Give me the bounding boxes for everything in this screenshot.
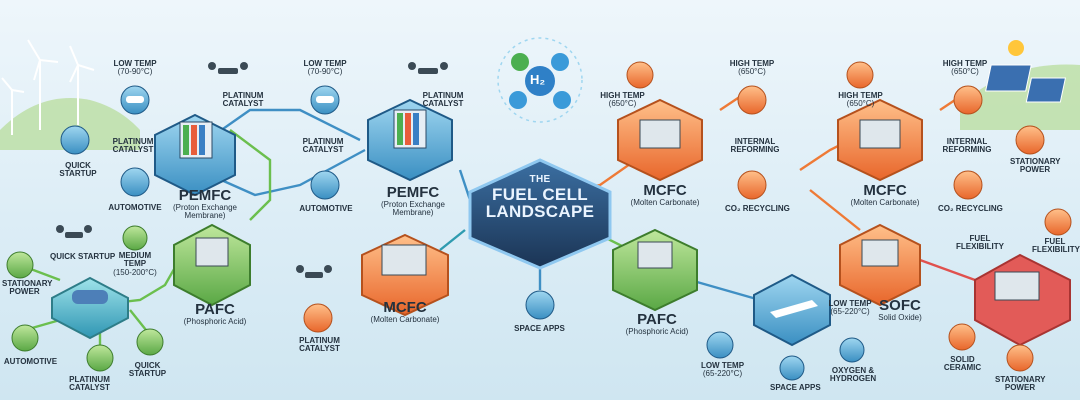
mcfc-mid-label: MCFC (Molten Carbonate): [360, 300, 450, 324]
center-title-line1: FUEL CELL: [492, 184, 588, 204]
automotive-2: AUTOMOTIVE: [299, 204, 353, 213]
pemfc-left-name: PEMFC: [178, 187, 232, 204]
mcfc-right2-sub1: (Molten Carbonate): [850, 197, 920, 207]
pemfc-left-label: PEMFC (Proton Exchange Membrane): [160, 188, 250, 221]
center-title: THE FUEL CELL LANDSCAPE: [480, 174, 600, 222]
high-temp-2: HIGH TEMP(650°C): [729, 59, 775, 77]
automotive-3: AUTOMOTIVE: [3, 357, 58, 366]
sofc-label: SOFC Solid Oxide): [860, 298, 940, 322]
mcfc-right1-name: MCFC: [643, 182, 687, 199]
high-temp-3: HIGH TEMP(650°C): [838, 91, 883, 109]
pafc-right-label: PAFC (Phosphoric Acid): [612, 312, 702, 336]
pemfc-left-sub2: Membrane): [184, 211, 226, 221]
pemfc-mid-name: PEMFC: [386, 184, 440, 201]
pafc-left-sub1: (Phosphoric Acid): [183, 316, 247, 326]
low-temp-4: LOW TEMP(65-220°C): [700, 361, 745, 379]
co2-recycling-2: CO₂ RECYCLING: [938, 204, 1003, 213]
mcfc-mid-name: MCFC: [383, 299, 427, 316]
co2-recycling-1: CO₂ RECYCLING: [725, 204, 790, 213]
mcfc-right1-hex: [617, 98, 703, 182]
h2-label: H₂: [530, 72, 546, 87]
low-temp-3: LOW TEMP(65-220°C): [828, 299, 872, 317]
automotive-1: AUTOMOTIVE: [108, 203, 162, 212]
space-apps-1: SPACE APPS: [514, 324, 565, 333]
drone-icon: [56, 62, 448, 278]
high-temp-4: HIGH TEMP(650°C): [942, 59, 988, 77]
center-title-small: THE: [529, 174, 551, 185]
pafc-left-label: PAFC (Phosphoric Acid): [170, 302, 260, 326]
mcfc-right2-label: MCFC (Molten Carbonate): [840, 183, 930, 207]
sofc-hex: [839, 223, 921, 307]
feature-icons: [6, 61, 1072, 381]
pemfc-mid-hex: [367, 98, 453, 182]
hill-left: [0, 98, 140, 150]
mcfc-right2-name: MCFC: [863, 182, 907, 199]
oxygen-hydrogen: OXYGEN &HYDROGEN: [829, 366, 877, 384]
pemfc-mid-sub2: Membrane): [392, 208, 434, 218]
mcfc-right1-label: MCFC (Molten Carbonate): [620, 183, 710, 207]
sofc-name: SOFC: [879, 297, 921, 314]
center-hex: [468, 158, 612, 270]
mcfc-mid-sub1: (Molten Carbonate): [370, 314, 440, 324]
sofc-sub1: Solid Oxide): [878, 312, 922, 322]
mcfc-right1-sub1: (Molten Carbonate): [630, 197, 700, 207]
quick-startup-2: QUICK STARTUP: [50, 252, 116, 261]
space-apps-2: SPACE APPS: [770, 383, 821, 392]
pafc-left-hex: [173, 223, 251, 307]
pafc-right-sub1: (Phosphoric Acid): [625, 326, 689, 336]
pafc-small-hex: [51, 276, 129, 340]
windmill-icon: [1, 39, 95, 135]
pafc-left-name: PAFC: [195, 301, 235, 318]
solar-panel-icon: [985, 40, 1067, 103]
h2-molecule-icon: [497, 37, 583, 123]
space-hex: [753, 273, 831, 347]
pemfc-left-hex: [154, 113, 236, 197]
center-title-line2: LANDSCAPE: [485, 202, 595, 222]
pemfc-mid-sub1: (Proton Exchange: [380, 199, 446, 209]
low-temp-1: LOW TEMP(70-90°C): [113, 59, 157, 77]
high-temp-1: HIGH TEMP(650°C): [600, 91, 645, 109]
pafc-right-hex: [612, 228, 698, 312]
pemfc-left-sub1: (Proton Exchange: [172, 202, 238, 212]
mcfc-right2-hex: [837, 98, 923, 182]
low-temp-2: LOW TEMP(70-90°C): [303, 59, 347, 77]
pafc-right-name: PAFC: [637, 311, 677, 328]
mcfc-mid-hex: [361, 233, 449, 317]
pemfc-mid-label: PEMFC (Proton Exchange Membrane): [368, 185, 458, 218]
sofc-right-hex: [974, 253, 1071, 347]
